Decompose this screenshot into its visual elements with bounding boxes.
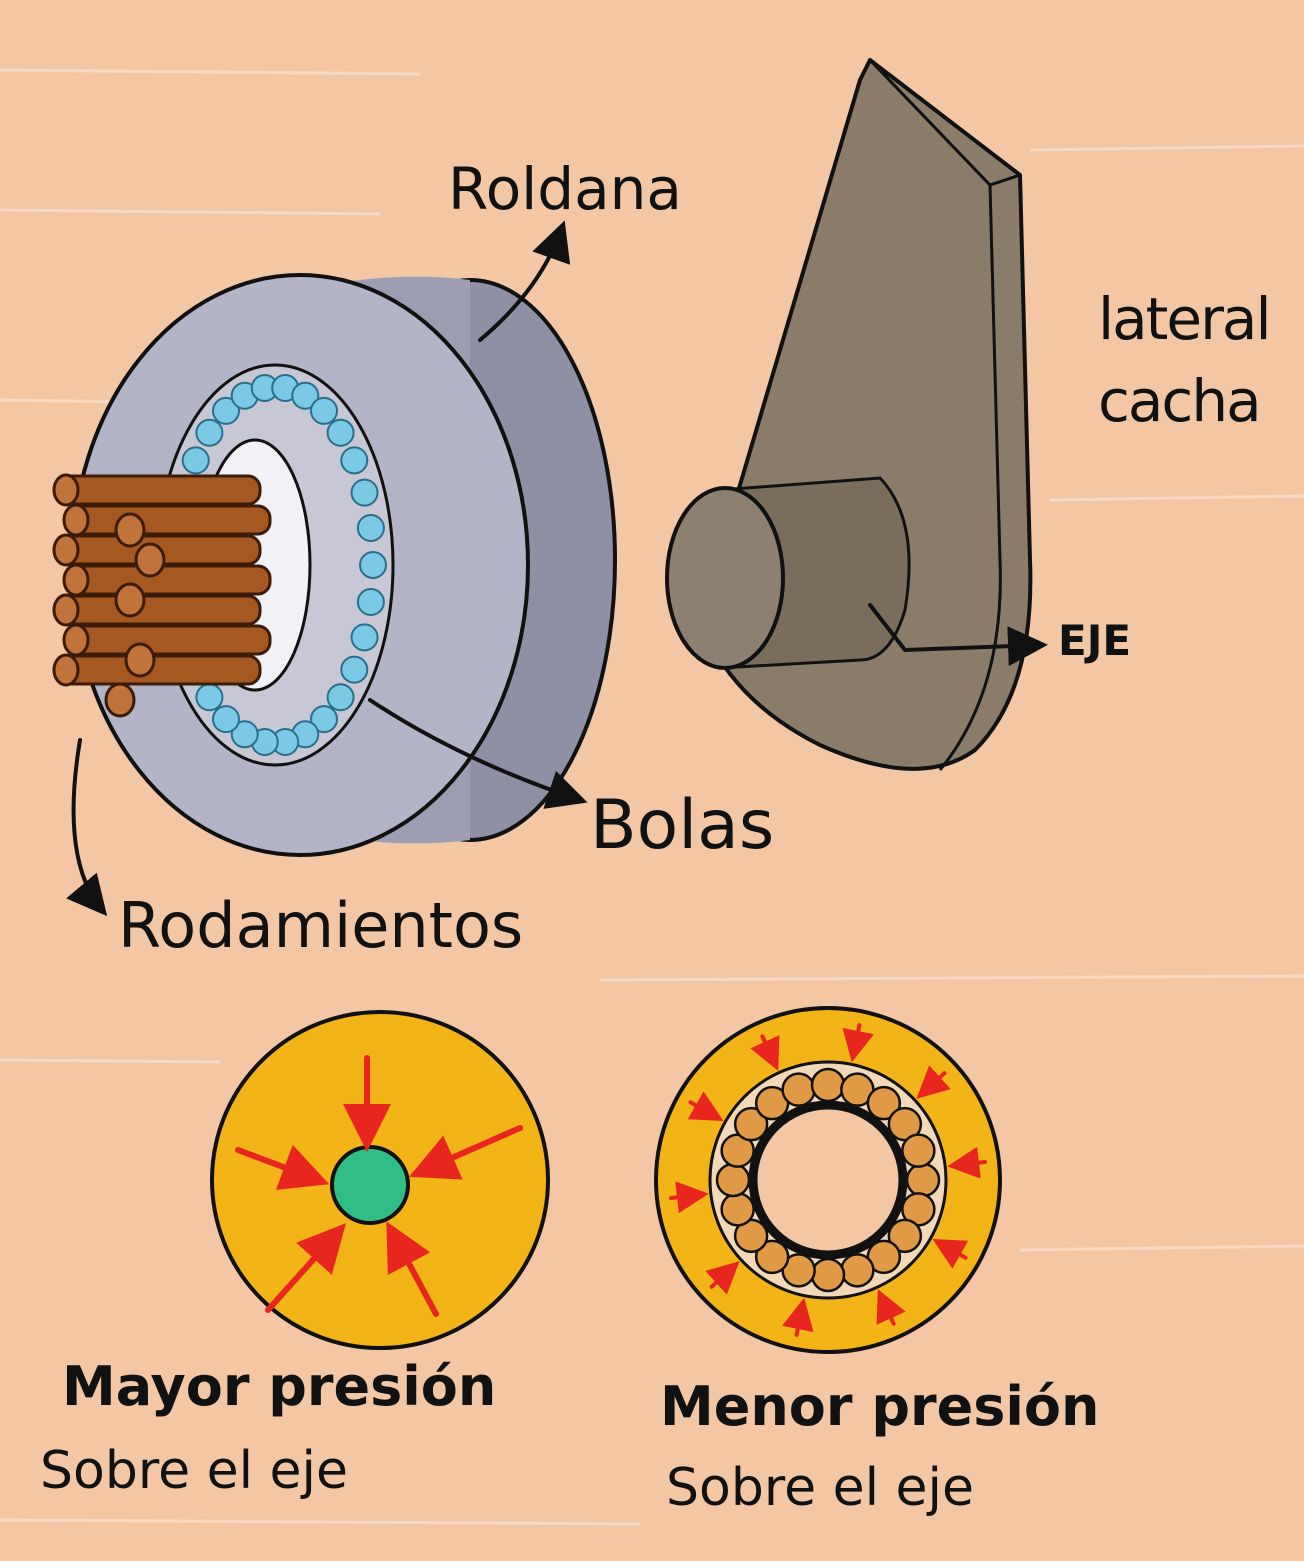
ball [195, 683, 224, 712]
ball [340, 446, 369, 475]
roller-end [124, 642, 156, 678]
bearing-ball [887, 1218, 923, 1254]
label-roldana: Roldana [448, 155, 682, 223]
pressure-arrow [265, 1223, 347, 1313]
label-bolas: Bolas [590, 786, 775, 865]
bearing-ball [901, 1133, 936, 1168]
bearing-ball [733, 1106, 769, 1142]
roller-end [114, 512, 146, 548]
ball [350, 623, 379, 652]
roller-bundle [52, 473, 272, 718]
ball [326, 683, 355, 712]
pressure-arrow [876, 1289, 906, 1326]
roller [58, 594, 262, 626]
plain-bearing-disk [210, 1010, 550, 1350]
leader-arrows [66, 220, 1048, 917]
bearing-ball [866, 1085, 902, 1121]
bearing-ball [810, 1067, 846, 1103]
arrow-to-rodamientos [66, 738, 108, 917]
pressure-arrow [782, 1297, 814, 1337]
pressure-arrows-left [235, 1055, 523, 1317]
pressure-arrow [916, 1065, 951, 1099]
roller-end [52, 533, 80, 567]
bearing-ball [840, 1253, 875, 1288]
pressure-arrow [932, 1239, 969, 1269]
bearing-balls-right [715, 1067, 941, 1293]
bearing-ball [720, 1192, 755, 1227]
pressure-arrow [687, 1091, 724, 1121]
bearing-ball [715, 1162, 751, 1198]
ball-bearing-disk [654, 1006, 1002, 1354]
arrow-to-eje [868, 603, 1048, 667]
pressure-arrow [947, 1146, 987, 1179]
roller [68, 504, 272, 536]
bearing-ball [781, 1072, 816, 1107]
roller-end [52, 653, 80, 687]
bearing-ball [810, 1257, 846, 1293]
label-rodamientos: Rodamientos [118, 889, 524, 962]
bearing-ball [905, 1162, 941, 1198]
ball [350, 478, 379, 507]
pressure-arrow [235, 1144, 330, 1190]
roller-end [52, 473, 80, 507]
roller-end [52, 593, 80, 627]
label-eje: EJE [1058, 616, 1132, 665]
label-lateral: lateral [1098, 285, 1272, 353]
roller [58, 474, 262, 506]
arrow-to-roldana [478, 220, 571, 342]
ball [181, 446, 210, 475]
ball [326, 418, 355, 447]
pressure-arrows-right [669, 1023, 987, 1337]
ball [212, 705, 240, 734]
ball [356, 588, 385, 617]
pressure-arrow [409, 1125, 523, 1180]
ball [340, 655, 369, 684]
ball [212, 396, 240, 425]
roller-end [62, 503, 90, 537]
label-cacha: cacha [1098, 367, 1262, 435]
bearing-ball [754, 1239, 790, 1275]
label-mayor-presion: Mayor presión [62, 1355, 497, 1418]
roller-end [62, 563, 90, 597]
ball [356, 513, 385, 542]
pressure-arrow [750, 1034, 780, 1071]
roller-end [114, 582, 146, 618]
roller [68, 564, 272, 596]
roller-end [104, 682, 136, 718]
arrow-to-bolas [368, 698, 588, 809]
ball [310, 705, 338, 734]
handle-side-drawing [665, 58, 1033, 771]
pressure-arrow [842, 1023, 874, 1063]
pressure-arrow [705, 1261, 740, 1295]
label-menor-sobre-eje: Sobre el eje [666, 1458, 974, 1518]
roller-end [62, 623, 90, 657]
ball [195, 418, 224, 447]
ball [359, 551, 387, 579]
roller-end [134, 542, 166, 578]
ball [291, 381, 320, 410]
ball [230, 720, 259, 749]
ball [310, 396, 338, 425]
pressure-arrow [669, 1181, 709, 1214]
roller [58, 654, 262, 686]
label-mayor-sobre-eje: Sobre el eje [40, 1441, 348, 1501]
paper-streaks [0, 68, 1304, 1526]
label-menor-presion: Menor presión [660, 1375, 1100, 1438]
roller [68, 624, 272, 656]
pressure-arrow [386, 1221, 439, 1317]
